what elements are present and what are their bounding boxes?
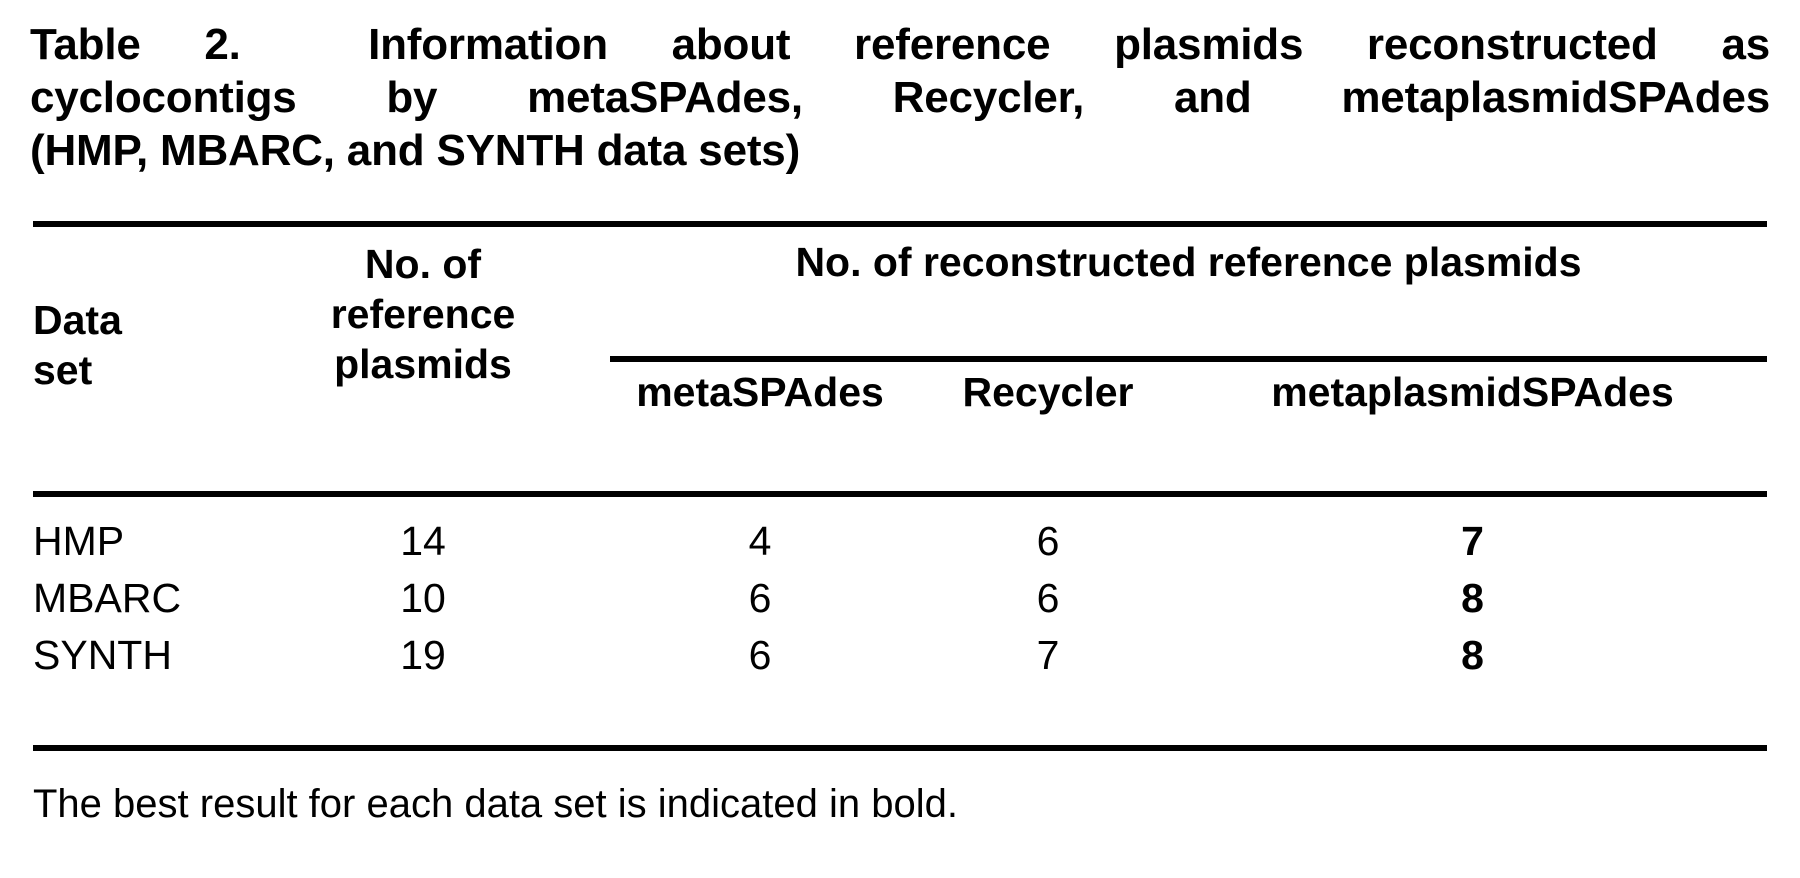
column-header-reference-plasmids-line2: reference [330, 291, 516, 337]
cell-reference-plasmids: 14 [400, 518, 446, 564]
caption-line-3: (HMP, MBARC, and SYNTH data sets) [30, 126, 801, 175]
table-bottom-rule [33, 745, 1767, 751]
cell-metaplasmidspades: 8 [1461, 632, 1484, 678]
cell-data-set: HMP [33, 518, 125, 564]
column-header-reference-plasmids-line3: plasmids [334, 341, 512, 387]
column-header-reference-plasmids-line1: No. of [364, 241, 482, 287]
caption-line-2: cyclocontigs by metaSPAdes, Recycler, an… [30, 73, 1770, 122]
table-top-rule [33, 221, 1767, 227]
cell-reference-plasmids: 19 [400, 632, 446, 678]
cell-metaspades: 6 [748, 632, 772, 678]
cell-metaspades: 6 [748, 575, 772, 621]
column-header-data-set-line1: Data [33, 297, 122, 343]
group-header-reconstructed-reference-plasmids: No. of reconstructed reference plasmids [795, 239, 1582, 285]
cell-recycler: 7 [1036, 632, 1060, 678]
caption-text-line-1: Information about reference plasmids rec… [368, 20, 1770, 69]
cell-data-set: MBARC [33, 575, 182, 621]
table-row: HMP 14 4 6 7 [33, 517, 1767, 574]
table-caption: Table 2. Information about reference pla… [30, 18, 1770, 177]
column-header-data-set: Data set [33, 295, 122, 395]
caption-line-1: Table 2. Information about reference pla… [30, 18, 1770, 71]
column-header-reference-plasmids: No. of reference plasmids [273, 239, 573, 389]
cell-recycler: 6 [1036, 518, 1060, 564]
column-header-metaplasmidspades: metaplasmidSPAdes [1271, 369, 1674, 415]
cell-recycler: 6 [1036, 575, 1060, 621]
column-header-metaspades: metaSPAdes [636, 369, 884, 415]
table-number-label: Table 2. [30, 20, 241, 69]
table-row: SYNTH 19 6 7 8 [33, 631, 1767, 688]
group-header-rule [610, 356, 1767, 362]
cell-metaplasmidspades: 7 [1461, 518, 1484, 564]
cell-data-set: SYNTH [33, 632, 172, 678]
cell-metaspades: 4 [748, 518, 772, 564]
column-header-recycler: Recycler [962, 369, 1134, 415]
header-bottom-rule [33, 491, 1767, 497]
cell-metaplasmidspades: 8 [1461, 575, 1484, 621]
cell-reference-plasmids: 10 [400, 575, 446, 621]
table-body: HMP 14 4 6 7 MBARC 10 6 6 8 SYNTH 19 6 7… [33, 517, 1767, 688]
table-row: MBARC 10 6 6 8 [33, 574, 1767, 631]
table-footnote: The best result for each data set is ind… [33, 782, 958, 826]
column-header-data-set-line2: set [33, 347, 93, 393]
